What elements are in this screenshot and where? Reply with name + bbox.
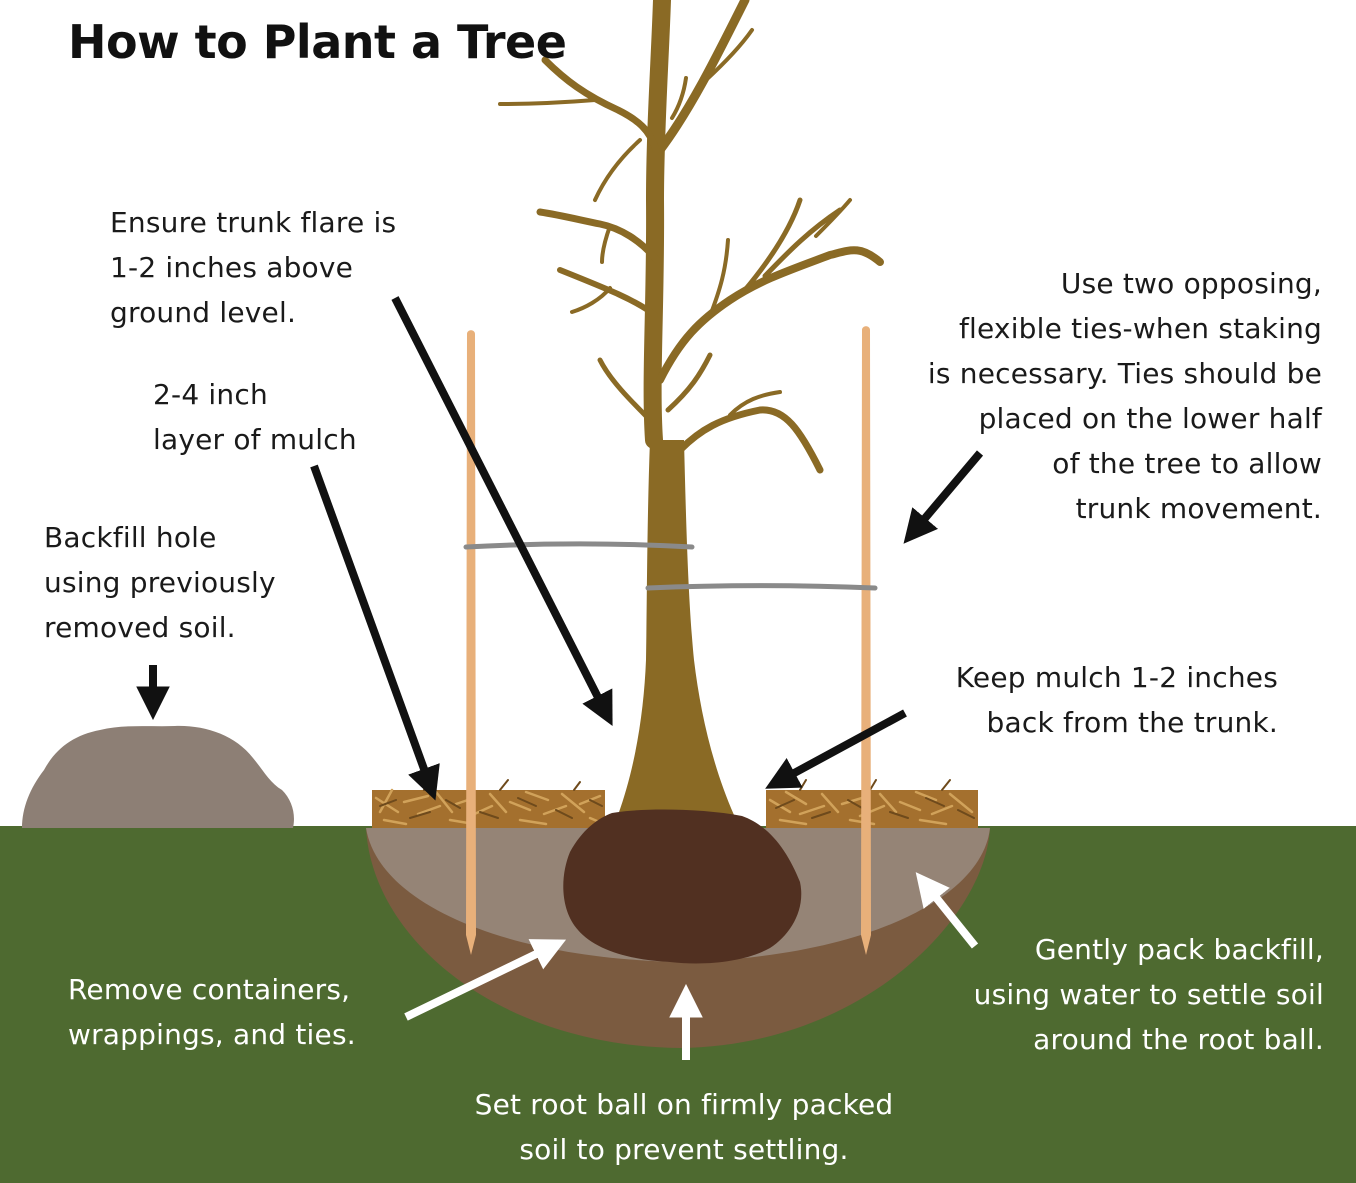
trunk-flare-callout: Ensure trunk flare is 1-2 inches above g…: [110, 200, 396, 335]
callout-line: Use two opposing,: [1060, 267, 1322, 300]
upper-tie: [463, 541, 695, 550]
callout-line: Keep mulch 1-2 inches: [955, 661, 1278, 694]
root-ball: [563, 809, 802, 964]
pack-backfill-arrow: [915, 872, 979, 949]
ties-arrow: [903, 450, 984, 544]
mulch-back-callout: Keep mulch 1-2 inches back from the trun…: [956, 655, 1278, 745]
remove-containers-callout: Remove containers, wrappings, and ties.: [68, 967, 356, 1057]
callout-line: back from the trunk.: [986, 706, 1278, 739]
callout-line: Backfill hole: [44, 521, 217, 554]
tree-branches: [498, 0, 884, 474]
callout-line: wrappings, and ties.: [68, 1018, 356, 1051]
callout-line: ground level.: [110, 296, 297, 329]
lower-tie: [645, 583, 878, 591]
mulch-layer-arrow: [310, 464, 440, 801]
left-stake: [466, 330, 476, 955]
tree-trunk: [618, 440, 734, 815]
mulch-back-arrow: [765, 709, 907, 789]
callout-line: soil to prevent settling.: [519, 1133, 849, 1166]
ties-callout: Use two opposing, flexible ties-when sta…: [928, 261, 1322, 531]
callout-line: layer of mulch: [153, 423, 357, 456]
callout-line: Remove containers,: [68, 973, 351, 1006]
callout-line: Set root ball on firmly packed: [474, 1088, 894, 1121]
callout-line: Ensure trunk flare is: [110, 206, 397, 239]
callout-line: flexible ties-when staking: [958, 312, 1322, 345]
trunk-flare-arrow: [391, 296, 613, 726]
pack-backfill-callout: Gently pack backfill, using water to set…: [974, 927, 1324, 1062]
callout-line: of the tree to allow: [1052, 447, 1322, 480]
remove-containers-arrow: [404, 939, 567, 1021]
page-title: How to Plant a Tree: [68, 15, 567, 69]
callout-line: around the root ball.: [1033, 1023, 1324, 1056]
removed-soil-pile: [22, 725, 294, 828]
backfill-hole-callout: Backfill hole using previously removed s…: [44, 515, 276, 650]
callout-line: trunk movement.: [1075, 492, 1322, 525]
mulch-layer-callout: 2-4 inch layer of mulch: [153, 372, 357, 462]
callout-line: using water to settle soil: [973, 978, 1324, 1011]
root-ball-callout: Set root ball on firmly packed soil to p…: [402, 1082, 966, 1172]
callout-line: is necessary. Ties should be: [927, 357, 1322, 390]
right-stake: [861, 326, 871, 955]
callout-line: removed soil.: [44, 611, 236, 644]
callout-line: placed on the lower half: [978, 402, 1322, 435]
callout-line: 1-2 inches above: [110, 251, 354, 284]
callout-line: 2-4 inch: [153, 378, 268, 411]
callout-line: Gently pack backfill,: [1034, 933, 1324, 966]
callout-line: using previously: [44, 566, 276, 599]
